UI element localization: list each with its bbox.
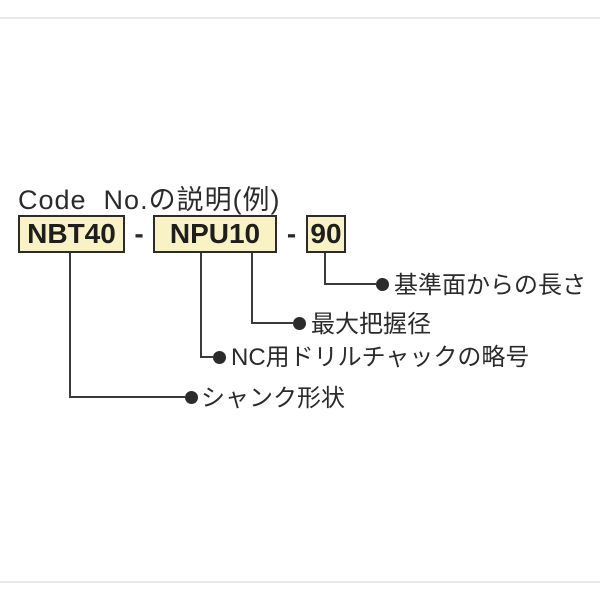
leader-line-abbr-horizontal [200, 356, 213, 358]
leader-line-shank-horizontal [69, 396, 185, 398]
code-box-npu10-text: NPU10 [169, 218, 261, 249]
code-box-nbt40-text: NBT40 [27, 218, 116, 249]
bullet-icon [185, 391, 198, 404]
leader-line-grip-vertical [251, 253, 253, 324]
leader-line-abbr-vertical [200, 253, 202, 358]
top-divider [0, 17, 600, 19]
leader-line-shank-vertical [69, 253, 71, 398]
label-max-grip-diameter: 最大把握径 [311, 311, 431, 338]
code-separator-dash-2: - [286, 218, 297, 249]
code-box-90-text: 90 [310, 218, 342, 249]
leader-line-grip-horizontal [251, 322, 293, 324]
label-length-from-reference: 基準面からの長さ [394, 272, 586, 299]
bullet-icon [376, 278, 389, 291]
bullet-icon [213, 351, 226, 364]
bullet-icon [293, 317, 306, 330]
leader-line-length-horizontal [324, 283, 376, 285]
code-box-nbt40: NBT40 [18, 215, 125, 253]
label-nc-drill-chuck-abbr: NC用ドリルチャックの略号 [231, 344, 530, 371]
bottom-divider [0, 581, 600, 583]
label-shank-shape: シャンク形状 [201, 385, 345, 412]
code-separator-dash-1: - [134, 218, 144, 249]
code-box-npu10: NPU10 [153, 215, 277, 253]
code-box-90: 90 [306, 215, 346, 253]
diagram-title: Code No.の説明(例) [18, 185, 281, 215]
leader-line-length-vertical [324, 253, 326, 285]
